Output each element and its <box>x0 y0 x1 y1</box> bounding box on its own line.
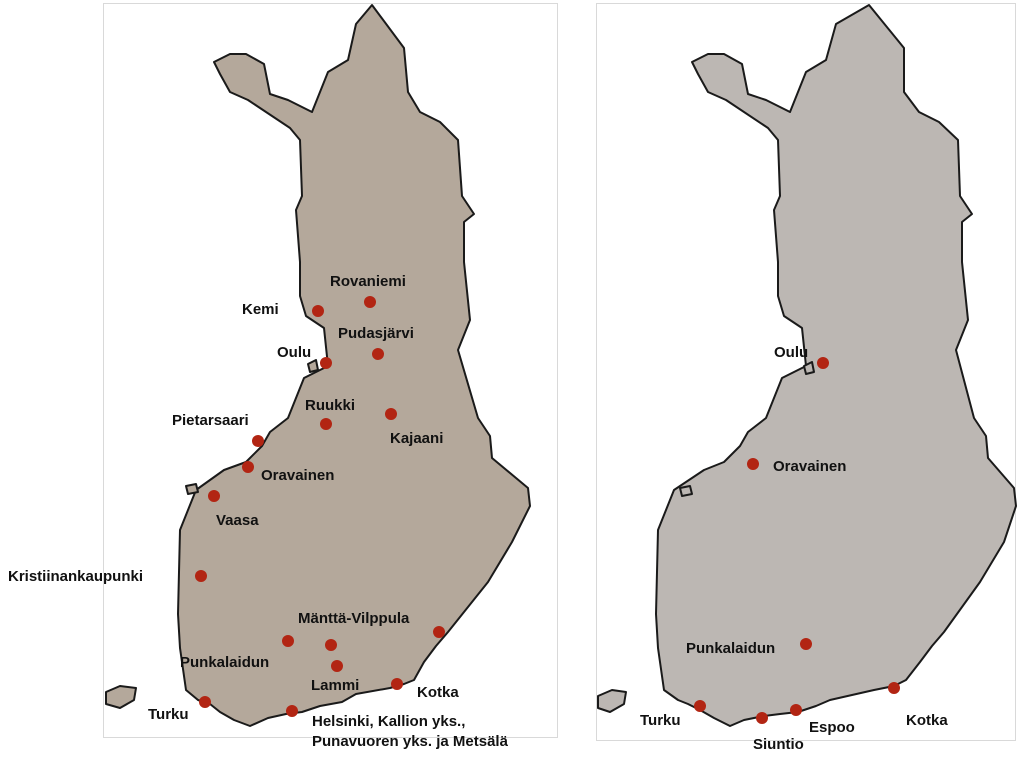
city-label: Turku <box>148 706 189 723</box>
city-label: Kajaani <box>390 430 444 447</box>
city-label: Punkalaidun <box>686 640 776 657</box>
city-marker <box>325 639 337 651</box>
city-label: Kristiinankaupunki <box>8 568 144 585</box>
city-marker <box>282 635 294 647</box>
city-label: Ruukki <box>305 397 356 414</box>
island-shape <box>803 361 815 375</box>
city-marker <box>208 490 220 502</box>
city-marker <box>286 705 298 717</box>
island-shape <box>185 483 199 495</box>
city-marker <box>385 408 397 420</box>
city-label: Punkalaidun <box>180 654 270 671</box>
city-label: Oulu <box>277 344 312 361</box>
island-shape <box>597 689 627 713</box>
city-label: Kotka <box>906 712 948 729</box>
city-label: Lammi <box>311 677 360 694</box>
city-marker <box>790 704 802 716</box>
city-marker <box>800 638 812 650</box>
city-label: Kotka <box>417 684 459 701</box>
city-marker <box>817 357 829 369</box>
city-marker <box>199 696 211 708</box>
city-marker <box>195 570 207 582</box>
city-label: Siuntio <box>753 736 804 753</box>
city-label: Oravainen <box>261 467 335 484</box>
city-marker <box>747 458 759 470</box>
city-marker <box>320 418 332 430</box>
island-shape <box>307 359 319 373</box>
city-label: Vaasa <box>216 512 259 529</box>
city-marker <box>372 348 384 360</box>
city-label: Oravainen <box>773 458 847 475</box>
finland-outline <box>655 4 1017 727</box>
city-marker <box>331 660 343 672</box>
city-marker <box>242 461 254 473</box>
island-shape <box>105 685 137 709</box>
city-marker <box>391 678 403 690</box>
city-marker <box>888 682 900 694</box>
city-marker <box>756 712 768 724</box>
city-marker <box>433 626 445 638</box>
city-label: Pietarsaari <box>172 412 249 429</box>
city-label: Pudasjärvi <box>338 325 414 342</box>
city-label: Espoo <box>809 719 855 736</box>
city-label: Turku <box>640 712 681 729</box>
city-marker <box>694 700 706 712</box>
city-marker <box>364 296 376 308</box>
city-marker <box>312 305 324 317</box>
city-label: Helsinki, Kallion yks., Punavuoren yks. … <box>312 713 508 750</box>
city-label: Rovaniemi <box>330 273 406 290</box>
map-panel-left: Rovaniemi Kemi Pudasjärvi Oulu Ruukki Ka… <box>8 3 558 750</box>
map-frame-right <box>596 3 1016 741</box>
map-frame-left <box>103 3 558 738</box>
city-label: Oulu <box>774 344 809 361</box>
city-label: Kemi <box>242 301 279 318</box>
island-shape <box>679 485 693 497</box>
city-marker <box>252 435 264 447</box>
city-marker <box>320 357 332 369</box>
city-label: Mänttä-Vilppula <box>298 610 410 627</box>
